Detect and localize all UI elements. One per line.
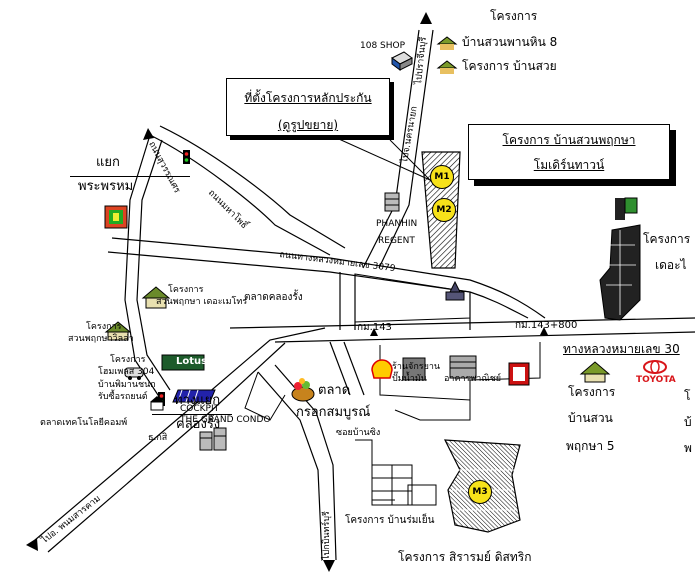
temple-icon	[445, 280, 465, 301]
top-right-heading: โครงการ	[490, 9, 538, 23]
label-sop5-line1: โครงการ	[568, 385, 616, 399]
label-project-metro-a: โครงการ	[168, 285, 204, 295]
label-baanromyen: โครงการ บ้านร่มเย็น	[345, 515, 435, 526]
leader-lines	[329, 134, 433, 183]
label-sirarom: โครงการ สิรารมย์ ดิสทริก	[398, 550, 532, 564]
title-box-line1: ที่ตั้งโครงการหลักประกัน	[244, 91, 372, 105]
label-yaek: แยก	[96, 155, 120, 170]
label-shell-b: ปั๊มน้ำมัน	[392, 374, 427, 384]
label-project-metro-b: สวนพฤกษา เดอะเมโทร	[156, 297, 248, 307]
label-grandcondo: THE GRAND CONDO	[180, 415, 271, 425]
land-block	[354, 273, 471, 323]
label-road-kabin: ไปกบินทร์บุรี	[322, 511, 332, 560]
right-project-line1: โครงการ	[643, 232, 691, 246]
local-road-3	[394, 400, 471, 421]
label-right-edge2: บ้	[684, 415, 692, 429]
km143-marker	[370, 328, 378, 336]
km143-800-marker	[540, 327, 548, 335]
title-box: ที่ตั้งโครงการหลักประกัน (ดูรูปขยาย)	[226, 78, 390, 136]
label-project-villa-a: โครงการ	[86, 322, 122, 332]
label-market-line1: ตลาด	[318, 383, 351, 398]
label-klongrang: คลองรั้ง	[176, 417, 221, 432]
label-shell-a: ร้านจักรยาน	[392, 362, 441, 372]
label-commercial: อาคารพาณิชย์	[444, 374, 502, 384]
project-box: โครงการ บ้านสวนพฤกษา โมเดิร์นทาวน์	[468, 124, 670, 180]
bank-icon	[150, 396, 164, 411]
isuzu-icon	[508, 362, 530, 386]
plot-right-project	[599, 197, 641, 321]
label-regent: REGENT	[378, 236, 415, 246]
label-highway-main: ทางหลวงหมายเลข 30	[563, 342, 680, 356]
label-piman-a: บ้านพิมานชนก	[98, 380, 156, 390]
top-right-item1: บ้านสวนพานหิน 8	[462, 35, 558, 49]
right-project-line2: เดอะไ	[655, 258, 687, 272]
lotus-store-icon	[161, 354, 205, 371]
house-icon-top2	[436, 60, 458, 74]
yaek-divider	[70, 176, 190, 177]
label-right-edge3: พ	[684, 441, 692, 455]
label-homeplace-a: โครงการ	[110, 355, 146, 365]
label-market-line2: กรอกสมบูรณ์	[296, 405, 371, 420]
label-homeplace-b: โฮมเพลส 304	[98, 367, 155, 377]
cockpit-icon	[172, 389, 216, 403]
direction-arrows	[26, 12, 432, 572]
top-right-item2: โครงการ บ้านสวย	[462, 59, 557, 73]
label-sop5-line3: พฤกษา 5	[566, 439, 615, 453]
label-km143-800: กม.143+800	[515, 320, 578, 331]
marker-m1: M1	[430, 165, 454, 189]
label-cockpit: COCKPIT	[180, 404, 220, 414]
toyota-logo-icon	[643, 360, 667, 374]
label-toyota: TOYOTA	[636, 375, 676, 385]
label-bank: ธ.กสิ	[148, 433, 168, 443]
local-road-2	[379, 342, 541, 401]
marker-m2: M2	[432, 198, 456, 222]
label-phraphrom: พระพรหม	[78, 179, 134, 194]
thangyaek-divider	[152, 414, 232, 415]
label-project-villa-b: สวนพฤกษาวิลล่า	[68, 334, 134, 344]
marker-m3: M3	[468, 480, 492, 504]
label-soi: ซอยบ้านซิง	[336, 428, 381, 438]
label-thangyaek: ทางแยก	[174, 393, 221, 408]
shrine-icon	[104, 205, 128, 229]
label-right-edge1: โ	[684, 389, 691, 403]
local-road	[244, 371, 286, 421]
market-icon	[291, 378, 315, 402]
condo-icon	[199, 427, 227, 451]
plot-baanromyen	[371, 464, 437, 506]
car-icon	[124, 367, 144, 380]
building-icon	[384, 192, 400, 212]
label-tech-market: ตลาดเทคโนโลยีคอมพ์	[40, 418, 128, 428]
project-box-line1: โครงการ บ้านสวนพฤกษา	[502, 133, 636, 147]
shell-icon	[371, 359, 393, 379]
house-icon-3	[579, 361, 611, 383]
label-lotus: Lotus	[176, 356, 208, 367]
label-phanhin: PHANHIN	[376, 219, 418, 229]
label-km143: กม.143	[357, 322, 392, 333]
shop-icon	[391, 51, 413, 71]
traffic-light-icon	[183, 150, 190, 164]
label-talad-klongrang: ตลาดคลองรั้ง	[244, 292, 303, 303]
label-sop5-line2: บ้านสวน	[568, 411, 613, 425]
project-box-line2: โมเดิร์นทาวน์	[533, 158, 605, 172]
house-icon	[141, 286, 171, 309]
house-icon-2	[104, 321, 132, 341]
title-box-line2: (ดูรูปขยาย)	[277, 118, 339, 132]
house-icon-top1	[436, 36, 458, 50]
shophouse-icon	[402, 355, 477, 381]
label-piman-b: รับซื้อรถยนต์	[98, 392, 148, 402]
label-108shop: 108 SHOP	[360, 41, 406, 51]
